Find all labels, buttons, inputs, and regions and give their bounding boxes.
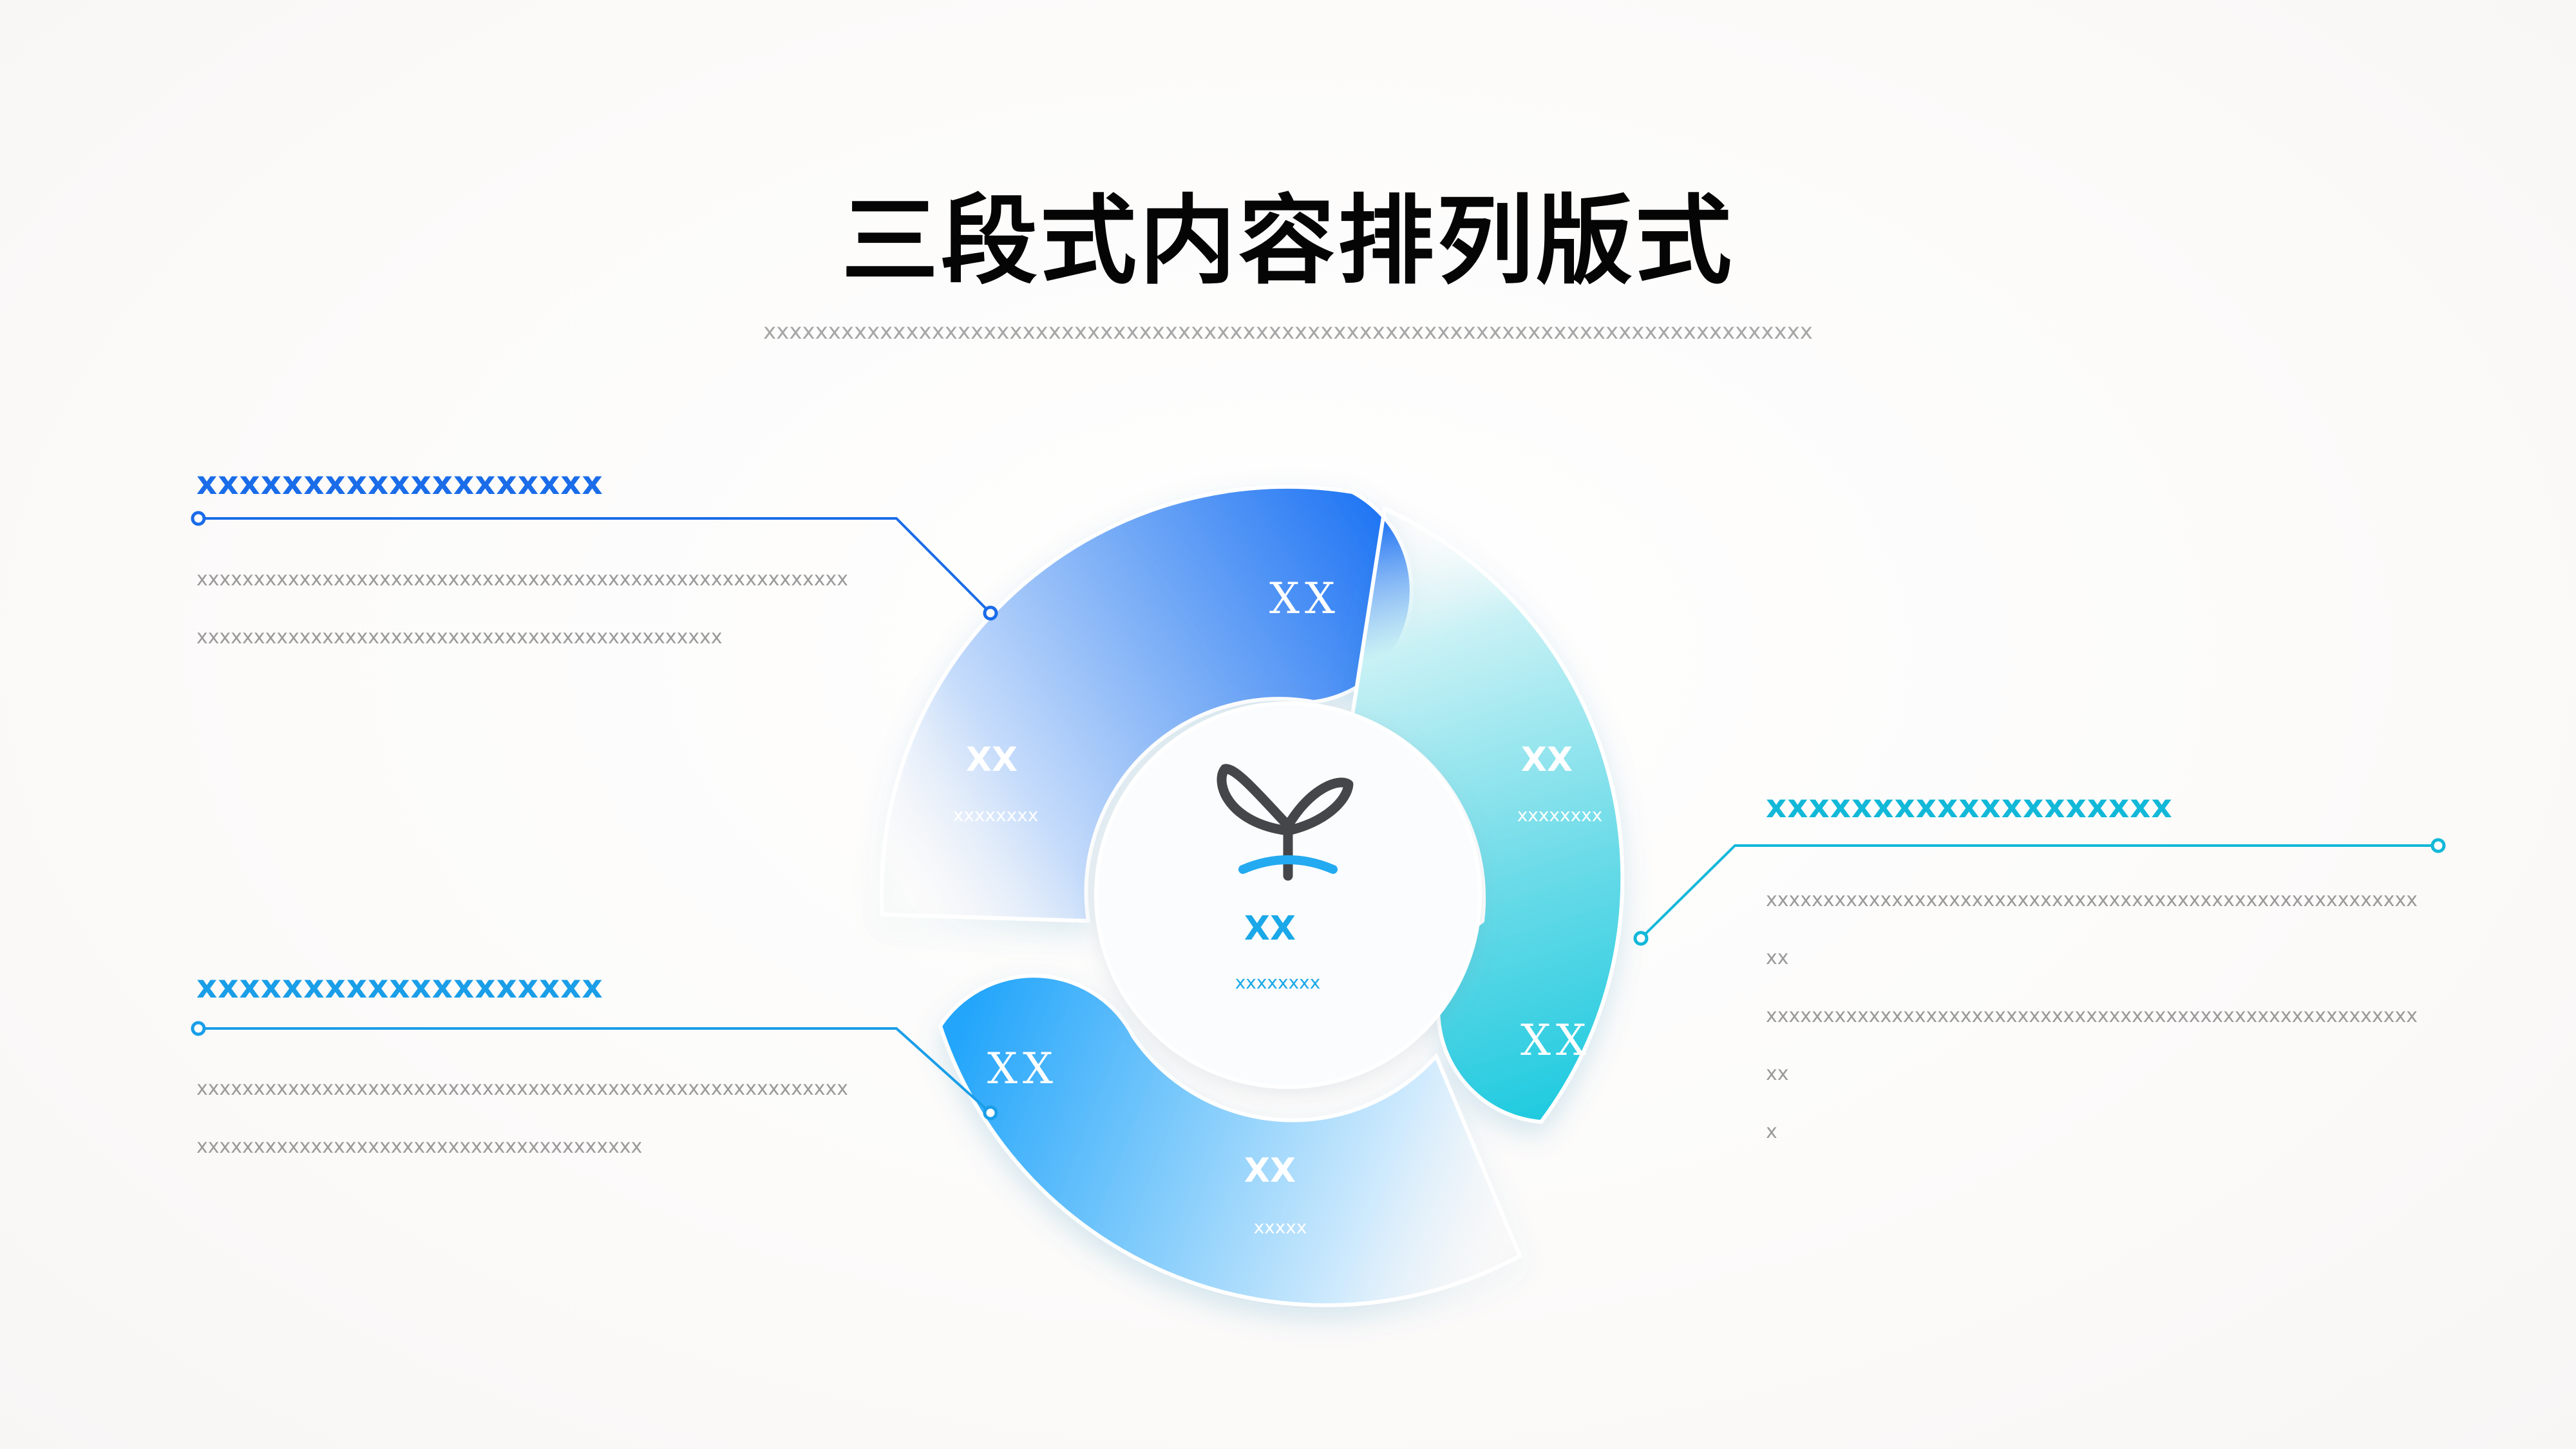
ring-segment-bottom — [938, 974, 1522, 1307]
connector-dot — [983, 605, 998, 621]
segment-right-bottom-label: XX — [1520, 1016, 1591, 1065]
sprout-icon — [1217, 764, 1354, 881]
connector-right — [1640, 844, 2438, 940]
block-bottom-left-line: xxxxxxxxxxxxxxxxxxxxxxxxxxxxxxxxxxxxxxx — [196, 1135, 643, 1158]
center-label: XX — [1244, 909, 1296, 948]
block-right-line: x — [1766, 1121, 1777, 1143]
block-right-heading: xxxxxxxxxxxxxxxxxxx — [1766, 788, 2173, 825]
connector-dot — [191, 1021, 206, 1036]
segment-right-sub: xxxxxxxx — [1517, 804, 1603, 826]
ring-segment-right — [1350, 506, 1625, 1124]
connector-lines — [198, 517, 2438, 1114]
block-bottom-left-line: xxxxxxxxxxxxxxxxxxxxxxxxxxxxxxxxxxxxxxxx… — [196, 1077, 848, 1100]
segment-left-sub: xxxxxxxx — [952, 804, 1039, 826]
block-bottom-left-body: xxxxxxxxxxxxxxxxxxxxxxxxxxxxxxxxxxxxxxxx… — [196, 1060, 853, 1176]
block-bottom-left-heading: xxxxxxxxxxxxxxxxxxx — [196, 968, 603, 1005]
block-top-left-line: xxxxxxxxxxxxxxxxxxxxxxxxxxxxxxxxxxxxxxxx… — [196, 568, 848, 591]
connector-top-left — [198, 517, 992, 614]
page-subtitle: xxxxxxxxxxxxxxxxxxxxxxxxxxxxxxxxxxxxxxxx… — [763, 319, 1813, 345]
center-sub: xxxxxxxx — [1235, 972, 1321, 993]
center-circle — [1094, 701, 1482, 1089]
segment-bottom-sub: xxxxx — [1253, 1217, 1307, 1238]
block-top-left-line: xxxxxxxxxxxxxxxxxxxxxxxxxxxxxxxxxxxxxxxx… — [196, 626, 723, 649]
segment-left-label: XX — [965, 741, 1018, 779]
block-right-body: xxxxxxxxxxxxxxxxxxxxxxxxxxxxxxxxxxxxxxxx… — [1766, 871, 2423, 1161]
segment-right-label: XX — [1520, 741, 1573, 779]
segment-top-label: XX — [1269, 574, 1340, 623]
connector-dot — [191, 511, 206, 526]
block-right-line: xxxxxxxxxxxxxxxxxxxxxxxxxxxxxxxxxxxxxxxx… — [1766, 1005, 2418, 1085]
block-right-line: xxxxxxxxxxxxxxxxxxxxxxxxxxxxxxxxxxxxxxxx… — [1766, 889, 2418, 969]
block-top-left-body: xxxxxxxxxxxxxxxxxxxxxxxxxxxxxxxxxxxxxxxx… — [196, 551, 853, 667]
connector-dot — [1633, 931, 1649, 946]
connector-dot — [2430, 838, 2446, 853]
block-top-left-heading: xxxxxxxxxxxxxxxxxxx — [196, 464, 603, 502]
segment-bottom-label: XX — [1244, 1151, 1296, 1190]
connector-dot — [983, 1105, 998, 1121]
connector-bottom-left — [198, 1027, 992, 1114]
page-title: 三段式内容排列版式 — [841, 185, 1734, 298]
segment-bottom-left-label: XX — [987, 1044, 1058, 1094]
